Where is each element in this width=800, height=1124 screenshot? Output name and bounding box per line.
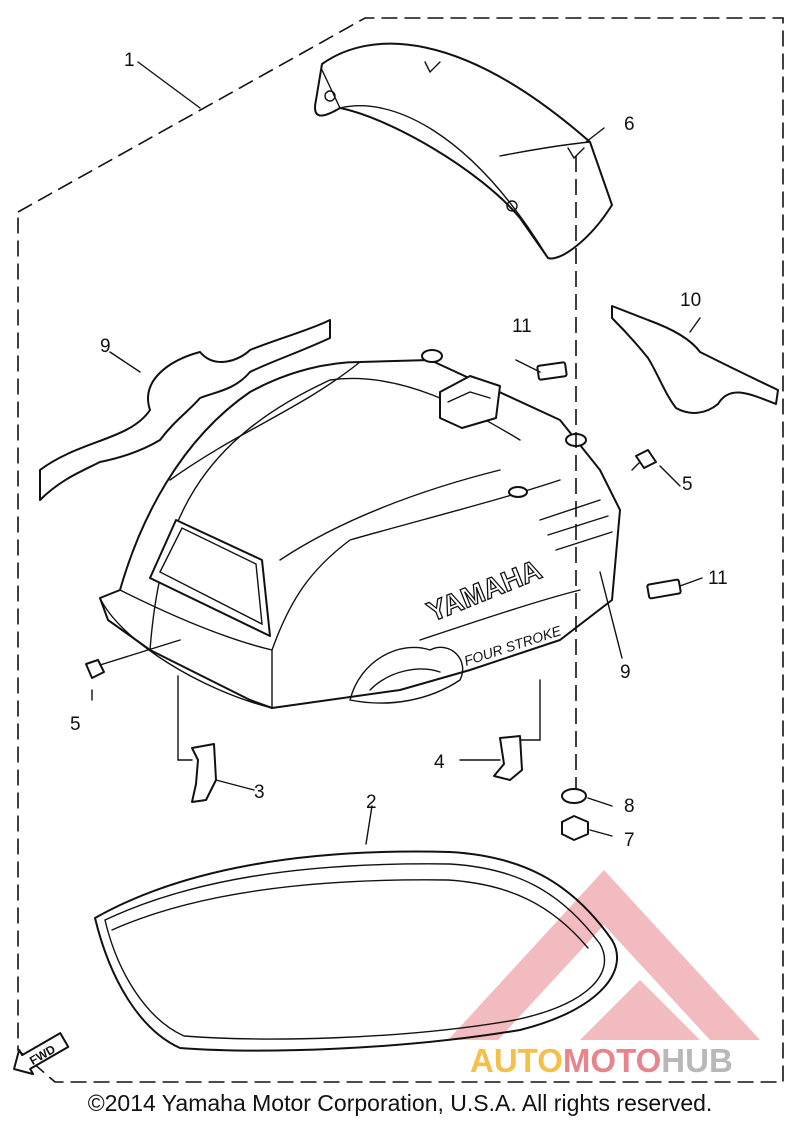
callout-6: 6 — [624, 114, 635, 135]
part-gasket — [94, 850, 618, 1052]
callout-1: 1 — [124, 50, 135, 71]
leader-lines — [91, 61, 703, 845]
watermark-moto: MOTO — [562, 1042, 662, 1079]
callout-5-left: 5 — [70, 714, 81, 735]
callout-11-lower: 11 — [708, 568, 728, 589]
watermark-auto: AUTO — [470, 1042, 563, 1079]
part-washer — [561, 788, 587, 804]
part-bracket-4 — [493, 735, 523, 781]
part-bracket-3 — [191, 743, 217, 803]
part-screw-right — [631, 449, 657, 471]
part-screw-left — [85, 659, 105, 679]
callout-11-upper: 11 — [512, 316, 532, 337]
callout-2: 2 — [366, 792, 377, 813]
part-top-cowling — [99, 349, 621, 709]
callout-3: 3 — [254, 782, 265, 803]
fwd-arrow-icon: FWD — [13, 1032, 70, 1076]
callout-8: 8 — [624, 796, 635, 817]
part-decal-right — [611, 305, 779, 414]
callout-5-right: 5 — [682, 474, 693, 495]
callout-7: 7 — [624, 830, 635, 851]
part-grommet-upper — [536, 361, 568, 381]
watermark-hub: HUB — [661, 1042, 733, 1079]
part-grommet-lower — [646, 578, 682, 600]
callout-9-right: 9 — [620, 662, 631, 683]
callout-4: 4 — [434, 752, 445, 773]
watermark-wordmark: AUTOMOTOHUB — [470, 1042, 733, 1080]
bracket-guides — [99, 639, 541, 761]
callout-9-left: 9 — [100, 336, 111, 357]
callout-10: 10 — [680, 290, 701, 311]
part-top-cover — [314, 42, 613, 260]
part-decal-left — [39, 319, 331, 501]
copyright-notice: ©2014 Yamaha Motor Corporation, U.S.A. A… — [87, 1090, 713, 1116]
assembly-boundary — [17, 17, 784, 1083]
part-nut — [561, 815, 589, 841]
